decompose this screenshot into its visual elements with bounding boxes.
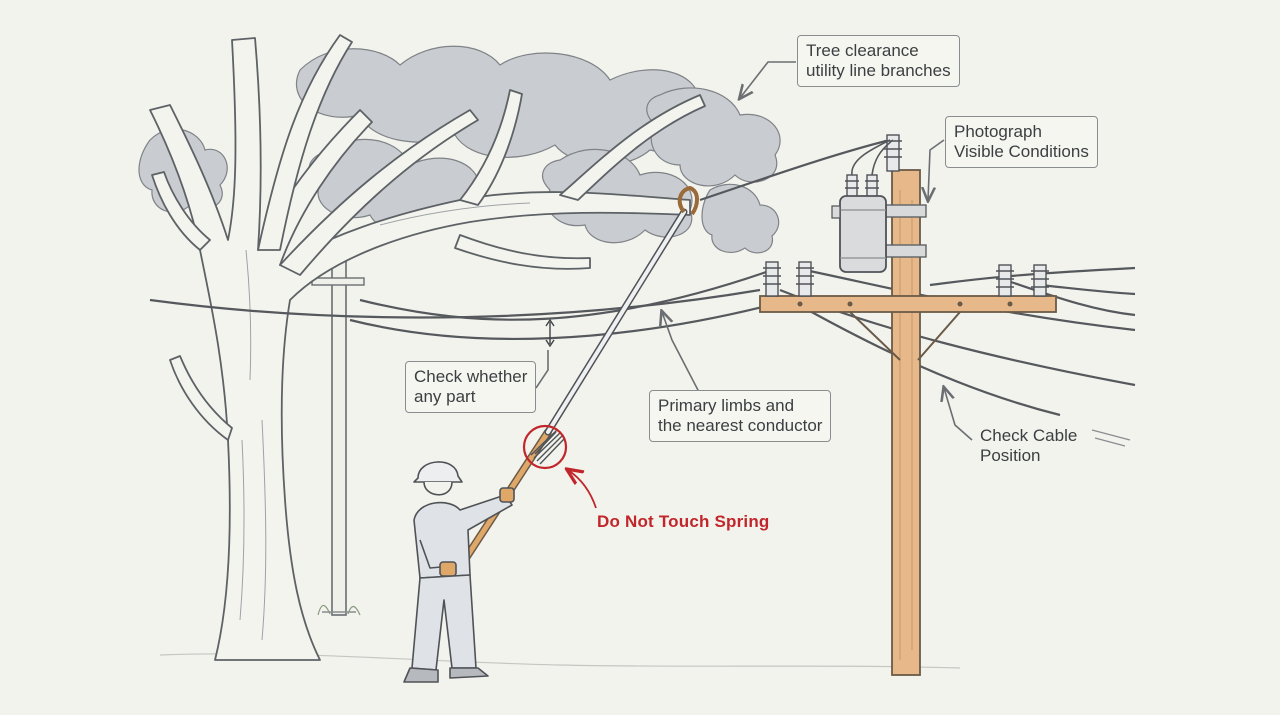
- worker: [403, 461, 515, 683]
- callout-check-whether: Check whether any part: [405, 361, 537, 413]
- transformer: [831, 139, 894, 273]
- callout-check-cable: Check Cable Position: [980, 426, 1077, 466]
- callout-check-cable-line1: Check Cable: [980, 426, 1078, 445]
- main-utility-pole: [759, 169, 1057, 676]
- warning-leader: [568, 470, 597, 509]
- callout-photograph-line1: Photograph: [954, 122, 1042, 141]
- callout-photograph: Photograph Visible Conditions: [945, 116, 1098, 168]
- callout-tree-clearance: Tree clearance utility line branches: [797, 35, 960, 87]
- callout-check-whether-line2: any part: [414, 387, 476, 406]
- spring: [530, 429, 565, 465]
- background-utility-pole: [311, 244, 365, 616]
- spring-warning-circle: [522, 424, 568, 470]
- callout-primary-limbs-line1: Primary limbs and: [658, 396, 795, 415]
- warning-do-not-touch-spring: Do Not Touch Spring: [597, 512, 770, 531]
- callout-check-whether-line1: Check whether: [414, 367, 528, 386]
- callout-photograph-line2: Visible Conditions: [954, 142, 1089, 161]
- callout-primary-limbs-line2: the nearest conductor: [658, 416, 823, 435]
- callout-leaders: [535, 61, 1131, 447]
- callout-tree-clearance-line2: utility line branches: [806, 61, 951, 80]
- callout-tree-clearance-line1: Tree clearance: [806, 41, 919, 60]
- callout-check-cable-line2: Position: [980, 446, 1041, 465]
- callout-primary-limbs: Primary limbs and the nearest conductor: [649, 390, 832, 442]
- tree-trunk: [149, 34, 706, 661]
- clearance-marker: [545, 318, 555, 348]
